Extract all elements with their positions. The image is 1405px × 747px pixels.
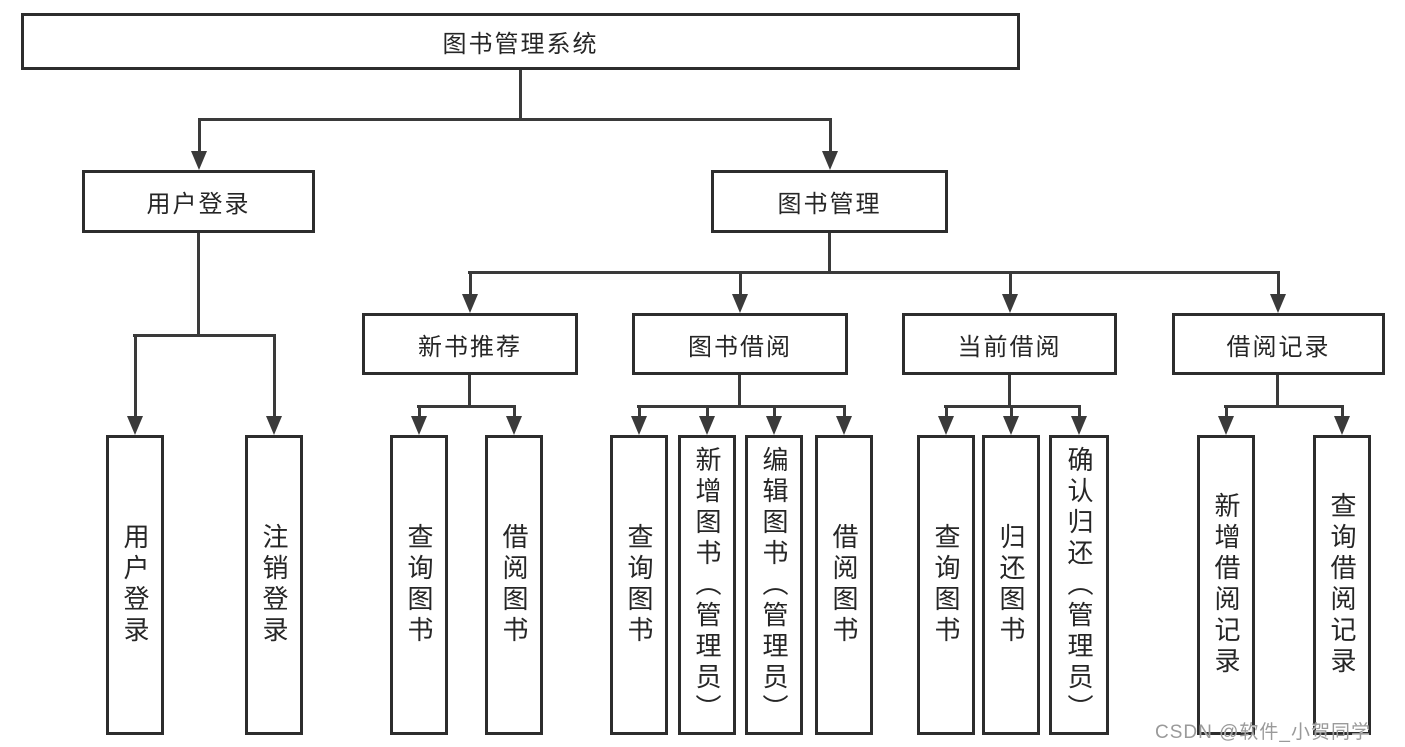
connector-line	[468, 271, 1280, 274]
node-user-login: 用户登录	[82, 170, 315, 233]
connector-line	[468, 271, 472, 296]
connector-line	[272, 334, 276, 418]
connector-line	[417, 405, 421, 418]
node-leaf-add-book-admin: 新增图书（管理员）	[678, 435, 736, 735]
node-leaf-confirm-return-admin: 确认归还（管理员）	[1049, 435, 1109, 735]
connector-line	[197, 233, 200, 337]
csdn-watermark: CSDN @软件_小贺同学	[1155, 722, 1371, 743]
node-leaf-add-borrow-record: 新增借阅记录	[1197, 435, 1255, 735]
node-leaf-edit-book-admin: 编辑图书（管理员）	[745, 435, 803, 735]
connector-line	[1340, 405, 1344, 418]
connector-line	[512, 405, 516, 418]
node-leaf-return-book: 归还图书	[982, 435, 1040, 735]
arrow-down-icon	[822, 151, 838, 170]
connector-line	[944, 405, 1081, 408]
connector-line	[738, 375, 741, 408]
connector-line	[1224, 405, 1344, 408]
arrow-down-icon	[631, 416, 647, 435]
connector-line	[1224, 405, 1228, 418]
connector-line	[468, 375, 471, 408]
arrow-down-icon	[1270, 294, 1286, 313]
connector-line	[417, 405, 516, 408]
node-borrow-records: 借阅记录	[1172, 313, 1385, 375]
connector-line	[705, 405, 709, 418]
connector-line	[772, 405, 776, 418]
connector-line	[828, 233, 831, 274]
node-leaf-user-login: 用户登录	[106, 435, 164, 735]
arrow-down-icon	[1003, 416, 1019, 435]
node-leaf-query-books-borrow: 查询图书	[610, 435, 668, 735]
arrow-down-icon	[127, 416, 143, 435]
connector-line	[1276, 375, 1279, 408]
arrow-down-icon	[1218, 416, 1234, 435]
node-book-borrow: 图书借阅	[632, 313, 848, 375]
node-leaf-query-books-current: 查询图书	[917, 435, 975, 735]
connector-line	[944, 405, 948, 418]
arrow-down-icon	[699, 416, 715, 435]
node-root: 图书管理系统	[21, 13, 1020, 70]
arrow-down-icon	[938, 416, 954, 435]
node-leaf-logout: 注销登录	[245, 435, 303, 735]
node-book-mgmt: 图书管理	[711, 170, 948, 233]
connector-line	[133, 334, 276, 337]
node-leaf-query-borrow-record: 查询借阅记录	[1313, 435, 1371, 735]
arrow-down-icon	[191, 151, 207, 170]
connector-line	[1077, 405, 1081, 418]
arrow-down-icon	[1334, 416, 1350, 435]
arrow-down-icon	[411, 416, 427, 435]
arrow-down-icon	[462, 294, 478, 313]
node-new-book-rec: 新书推荐	[362, 313, 578, 375]
connector-line	[842, 405, 846, 418]
node-leaf-query-books-rec: 查询图书	[390, 435, 448, 735]
node-leaf-borrow-books-rec: 借阅图书	[485, 435, 543, 735]
connector-line	[1276, 271, 1280, 296]
connector-line	[133, 334, 137, 418]
node-leaf-borrow-books: 借阅图书	[815, 435, 873, 735]
arrow-down-icon	[732, 294, 748, 313]
arrow-down-icon	[266, 416, 282, 435]
connector-line	[637, 405, 846, 408]
connector-line	[1008, 375, 1011, 408]
connector-line	[1009, 405, 1013, 418]
connector-line	[738, 271, 742, 296]
connector-line	[519, 70, 522, 121]
arrow-down-icon	[506, 416, 522, 435]
connector-line	[828, 118, 832, 153]
connector-line	[198, 118, 832, 121]
arrow-down-icon	[766, 416, 782, 435]
arrow-down-icon	[1002, 294, 1018, 313]
node-current-borrow: 当前借阅	[902, 313, 1117, 375]
connector-line	[197, 118, 201, 153]
arrow-down-icon	[836, 416, 852, 435]
connector-line	[637, 405, 641, 418]
connector-line	[1008, 271, 1012, 296]
arrow-down-icon	[1071, 416, 1087, 435]
